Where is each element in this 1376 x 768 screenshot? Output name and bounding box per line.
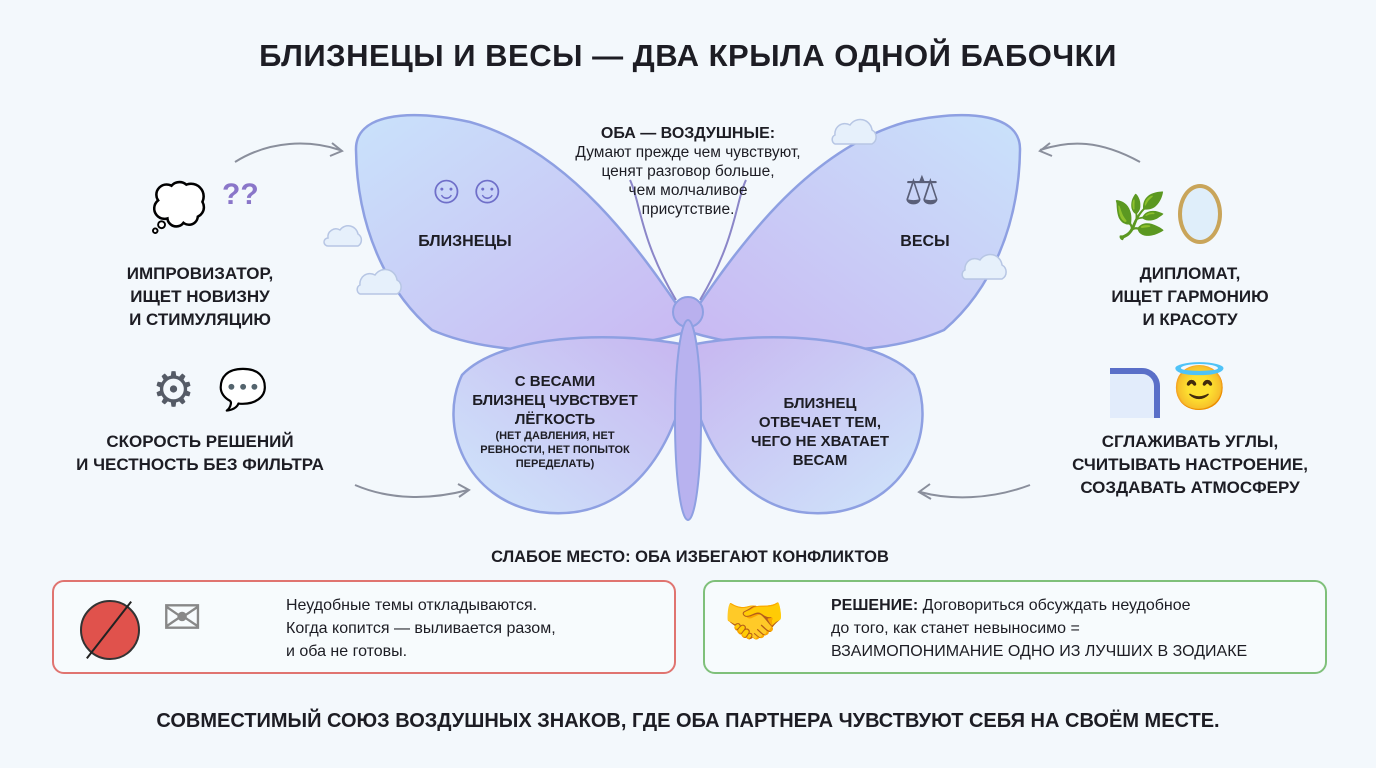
footer-summary: СОВМЕСТИМЫЙ СОЮЗ ВОЗДУШНЫХ ЗНАКОВ, ГДЕ О… [156, 710, 1220, 732]
center-line: Думают прежде чем чувствуют, [575, 144, 801, 161]
text-line: ДИПЛОМАТ, [1139, 264, 1241, 283]
angel-smiley-icon: 😇 [1172, 364, 1227, 413]
text-line: ИЩЕТ ГАРМОНИЮ [1111, 287, 1269, 306]
lower-left-wing-text: С ВЕСАМИ БЛИЗНЕЦ ЧУВСТВУЕТ ЛЁГКОСТЬ (НЕТ… [450, 372, 660, 471]
solution-label: РЕШЕНИЕ: [831, 597, 919, 614]
olive-branch-icon: 🌿 [1112, 192, 1167, 241]
text-line: Договориться обсуждать неудобное [922, 597, 1191, 614]
center-line: чем молчаливое [628, 182, 748, 199]
page-title: БЛИЗНЕЦЫ И ВЕСЫ — ДВА КРЫЛА ОДНОЙ БАБОЧК… [259, 38, 1117, 73]
text-line: ВЗАИМОПОНИМАНИЕ ОДНО ИЗ ЛУЧШИХ В ЗОДИАКЕ [831, 643, 1248, 660]
libra-trait-smoothing: СГЛАЖИВАТЬ УГЛЫ, СЧИТЫВАТЬ НАСТРОЕНИЕ, С… [1040, 430, 1340, 499]
text-line: Неудобные темы откладываются. [286, 597, 538, 614]
text-line: СЧИТЫВАТЬ НАСТРОЕНИЕ, [1072, 455, 1308, 474]
text-line: И ЧЕСТНОСТЬ БЕЗ ФИЛЬТРА [76, 455, 324, 474]
text-line: (НЕТ ДАВЛЕНИЯ, НЕТ [495, 430, 615, 442]
libra-scales-icon: ⚖ [904, 169, 940, 213]
text-line: ИМПРОВИЗАТОР, [126, 264, 274, 283]
handshake-people-icon: 🤝 [723, 593, 786, 649]
problem-text: Неудобные темы откладываются. Когда копи… [286, 594, 556, 663]
thought-bubble-lightbulb-icon: 💭 [150, 181, 208, 233]
gemini-trait-speed: СКОРОСТЬ РЕШЕНИЙ И ЧЕСТНОСТЬ БЕЗ ФИЛЬТРА [50, 430, 350, 476]
text-line: ИЩЕТ НОВИЗНУ [130, 287, 270, 306]
mirror-icon [1178, 184, 1222, 244]
center-heading: ОБА — ВОЗДУШНЫЕ: [600, 125, 776, 142]
gemini-faces-icon: ☺☺ [426, 168, 508, 212]
text-line: БЛИЗНЕЦ ЧУВСТВУЕТ [472, 392, 638, 409]
text-line: ПЕРЕДЕЛАТЬ) [515, 458, 595, 470]
text-line: ЧЕГО НЕ ХВАТАЕТ [750, 433, 890, 450]
text-line: С ВЕСАМИ [514, 373, 596, 390]
lower-right-wing-text: БЛИЗНЕЦ ОТВЕЧАЕТ ТЕМ, ЧЕГО НЕ ХВАТАЕТ ВЕ… [735, 394, 905, 470]
speech-bubbles-icon: 💬 [218, 368, 268, 412]
libra-trait-diplomat: ДИПЛОМАТ, ИЩЕТ ГАРМОНИЮ И КРАСОТУ [1080, 262, 1300, 331]
center-block: ОБА — ВОЗДУШНЫЕ: Думают прежде чем чувст… [530, 124, 846, 219]
gemini-trait-improviser: ИМПРОВИЗАТОР, ИЩЕТ НОВИЗНУ И СТИМУЛЯЦИЮ [90, 262, 310, 331]
butterfly-body [629, 179, 747, 521]
envelopes-icon: ✉ [162, 592, 203, 645]
right-lower-wing [688, 336, 924, 515]
text-line: ЛЁГКОСТЬ [514, 411, 596, 428]
gear-icon: ⚙ [152, 364, 196, 417]
center-line: присутствие. [641, 201, 735, 218]
text-line: Когда копится — выливается разом, [286, 620, 556, 637]
cloud-icons [323, 118, 1007, 295]
solution-box: 🤝 РЕШЕНИЕ: Договориться обсуждать неудоб… [703, 580, 1327, 674]
solution-text: РЕШЕНИЕ: Договориться обсуждать неудобно… [831, 594, 1247, 663]
text-line: СГЛАЖИВАТЬ УГЛЫ, [1101, 432, 1279, 451]
gemini-label: БЛИЗНЕЦЫ [418, 233, 512, 250]
left-lower-wing [452, 336, 688, 515]
text-line: до того, как станет невыносимо = [831, 620, 1080, 637]
text-line: И СТИМУЛЯЦИЮ [129, 310, 271, 329]
problem-box: ✉ Неудобные темы откладываются. Когда ко… [52, 580, 676, 674]
text-line: РЕВНОСТИ, НЕТ ПОПЫТОК [480, 444, 630, 456]
libra-label: ВЕСЫ [900, 233, 950, 250]
text-line: ОТВЕЧАЕТ ТЕМ, [758, 414, 882, 431]
text-line: СОЗДАВАТЬ АТМОСФЕРУ [1080, 478, 1300, 497]
text-line: БЛИЗНЕЦ [783, 395, 857, 412]
text-line: и оба не готовы. [286, 643, 408, 660]
text-line: И КРАСОТУ [1142, 310, 1238, 329]
text-line: ВЕСАМ [792, 452, 848, 469]
arrows [234, 142, 1141, 500]
rounded-corner-icon [1110, 368, 1160, 418]
center-line: ценят разговор больше, [601, 163, 775, 180]
weak-point-heading: СЛАБОЕ МЕСТО: ОБА ИЗБЕГАЮТ КОНФЛИКТОВ [491, 548, 889, 566]
question-marks-icon: ?? [222, 178, 259, 211]
text-line: СКОРОСТЬ РЕШЕНИЙ [106, 432, 294, 451]
